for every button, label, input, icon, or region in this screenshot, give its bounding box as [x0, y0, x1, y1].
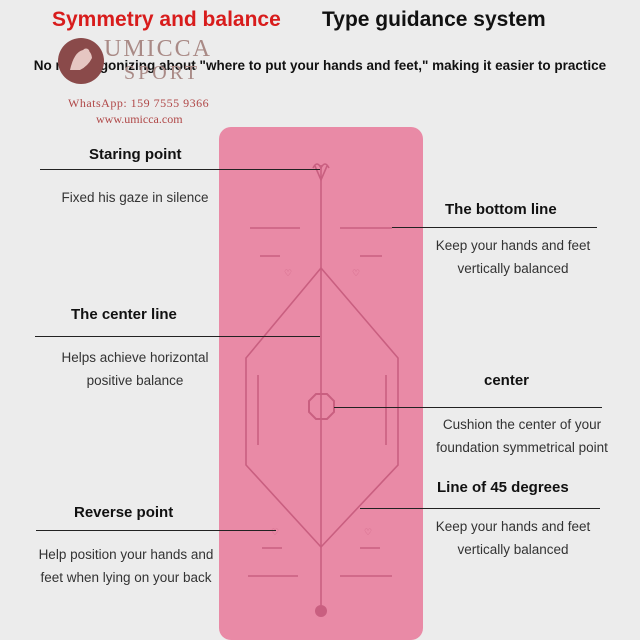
label-bottom-line: The bottom line: [445, 201, 557, 218]
desc-line-45: Keep your hands and feet vertically bala…: [435, 519, 591, 557]
staring-point-mark: [312, 163, 330, 183]
header-title-red: Symmetry and balance: [52, 8, 281, 31]
leader-bottom-line: [392, 227, 597, 228]
whatsapp-contact: WhatsApp: 159 7555 9366: [68, 96, 210, 110]
desc-reverse-point: Help position your hands and feet when l…: [38, 547, 214, 585]
leader-center: [334, 407, 602, 408]
label-center-line: The center line: [71, 306, 177, 323]
header-title-black: Type guidance system: [322, 8, 546, 31]
brand-logo-icon: [58, 38, 104, 84]
end-dot: [315, 605, 327, 617]
website: www.umicca.com: [96, 112, 183, 126]
label-reverse-point: Reverse point: [74, 504, 174, 521]
header-subtitle: No more agonizing about "where to put yo…: [33, 58, 607, 73]
brand-sub: SPORT: [124, 62, 201, 84]
label-center: center: [484, 372, 530, 389]
leader-line-45: [360, 508, 600, 509]
label-line-45: Line of 45 degrees: [437, 479, 569, 496]
brand-name: UMICCA: [104, 36, 213, 62]
heart-mark-right: ♡: [352, 269, 360, 279]
desc-center-line: Helps achieve horizontal positive balanc…: [61, 350, 209, 388]
desc-bottom-line: Keep your hands and feet vertically bala…: [435, 238, 591, 276]
reverse-mark-left: ♡: [271, 528, 279, 538]
leader-staring-point: [40, 169, 320, 170]
desc-staring-point: Fixed his gaze in silence: [61, 190, 209, 205]
leader-center-line: [35, 336, 320, 337]
label-staring-point: Staring point: [89, 146, 182, 163]
desc-center: Cushion the center of your foundation sy…: [436, 417, 608, 455]
center-octagon: [308, 393, 335, 420]
reverse-mark-right: ♡: [364, 528, 372, 538]
mat-guide-lines: [245, 165, 399, 605]
heart-mark-left: ♡: [284, 269, 292, 279]
leader-reverse-point: [36, 530, 276, 531]
